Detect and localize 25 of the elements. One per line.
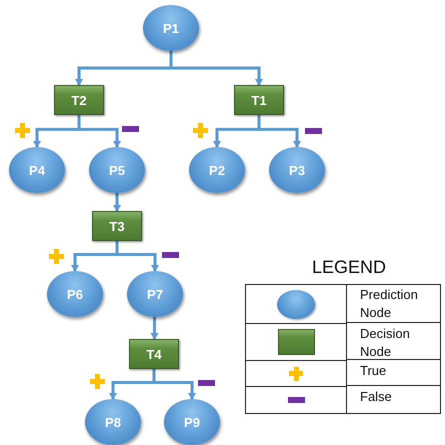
arrow [116,241,159,272]
prediction-node: P1 [143,5,199,51]
prediction-node: P9 [164,399,220,445]
arrow [152,369,196,400]
decision-node: T2 [54,85,104,115]
prediction-node: P5 [89,147,145,193]
decision-node: T1 [234,85,284,115]
decision-node: T4 [129,339,179,369]
arrow [170,51,263,86]
arrow [113,193,121,212]
prediction-node: P2 [189,147,245,193]
prediction-node: P6 [47,271,103,317]
legend-label: True [360,362,388,380]
legend-label: False [360,388,393,406]
legend-title: LEGEND [310,257,388,278]
prediction-node: P4 [9,147,65,193]
prediction-node: P7 [127,271,183,317]
arrow [78,115,121,148]
arrow [258,115,301,148]
legend-label: Prediction Node [360,286,419,322]
arrow [150,317,158,340]
decision-node: T3 [92,211,142,241]
prediction-node: P8 [85,399,141,445]
prediction-node: P3 [269,147,325,193]
legend-label: Decision Node [360,325,411,361]
